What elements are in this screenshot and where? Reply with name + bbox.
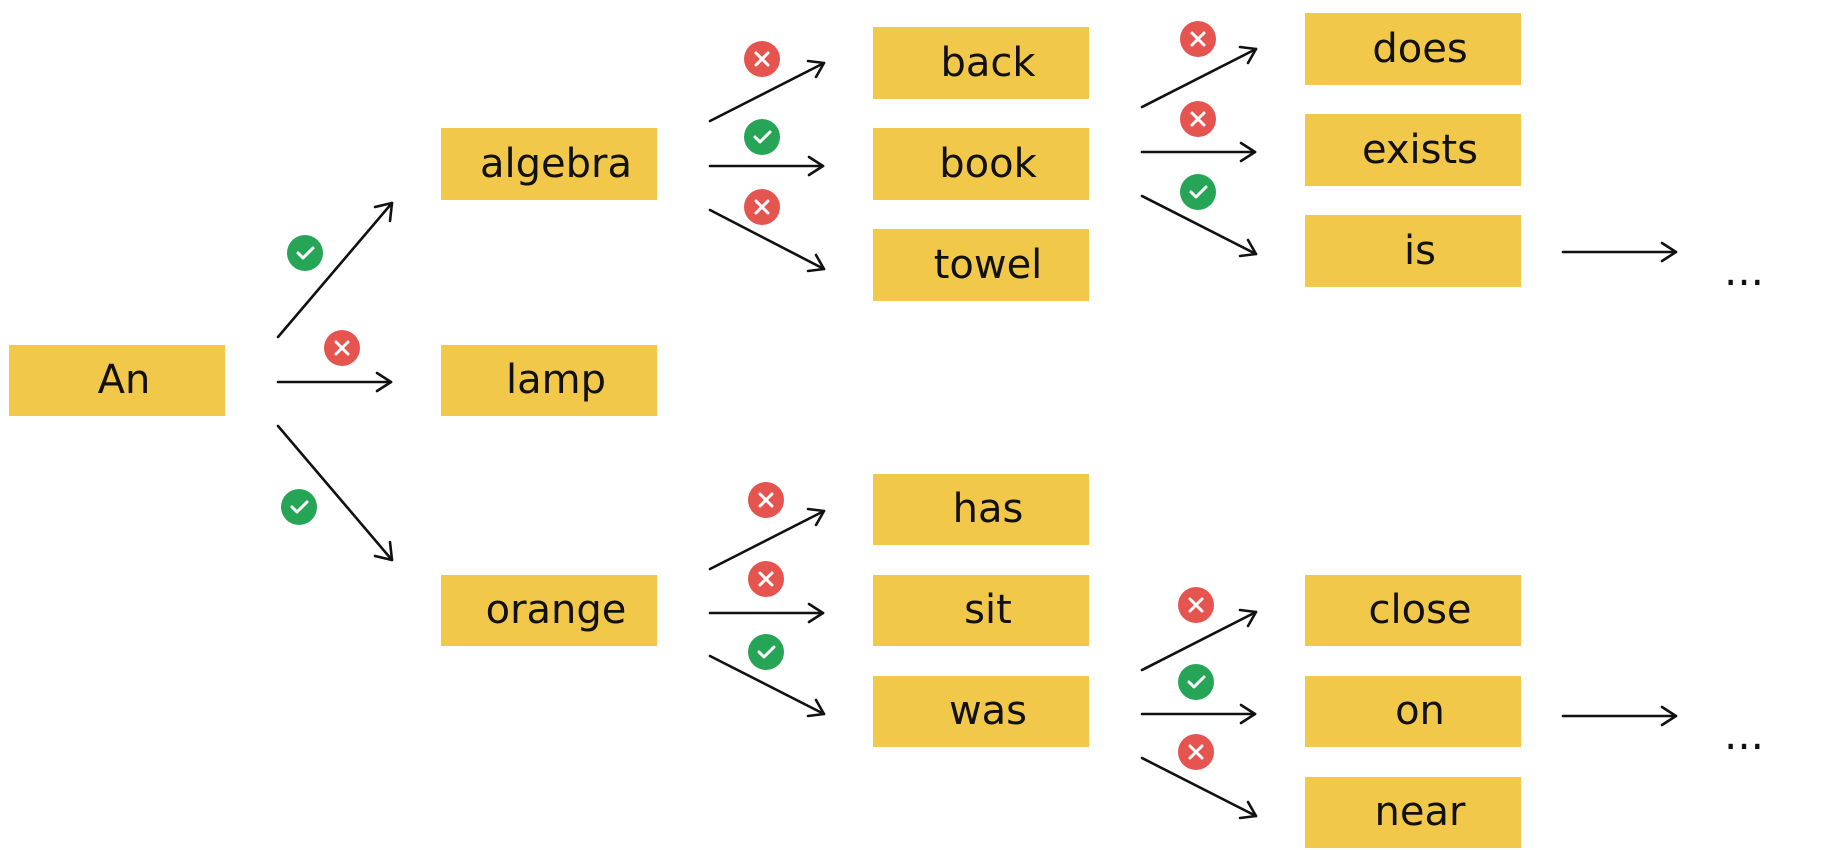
node-on: on <box>1305 676 1521 747</box>
arrow-orange-to-sit <box>708 602 825 624</box>
node-orange: orange <box>441 575 657 646</box>
node-algebra: algebra <box>441 128 657 200</box>
cross-icon <box>1178 587 1214 623</box>
node-close: close <box>1305 575 1521 646</box>
arrow-algebra-to-towel <box>708 208 826 273</box>
node-exists: exists <box>1305 114 1521 186</box>
node-label: lamp <box>506 357 606 403</box>
node-towel: towel <box>873 229 1089 301</box>
arrow-is-continuation <box>1561 241 1678 263</box>
node-has: has <box>873 474 1089 545</box>
arrow-orange-to-has <box>708 507 826 571</box>
node-label: has <box>953 486 1024 532</box>
node-label: was <box>949 688 1027 734</box>
node-label: back <box>940 40 1036 86</box>
node-is: is <box>1305 215 1521 287</box>
node-label: exists <box>1362 127 1478 173</box>
arrow-was-to-close <box>1140 608 1258 672</box>
cross-icon <box>1180 101 1216 137</box>
node-label: book <box>939 141 1037 187</box>
cross-icon <box>324 330 360 366</box>
cross-icon <box>748 482 784 518</box>
cross-icon <box>744 41 780 77</box>
check-icon <box>281 489 317 525</box>
check-icon <box>287 235 323 271</box>
node-label: sit <box>964 587 1012 633</box>
cross-icon <box>748 561 784 597</box>
cross-icon <box>1180 21 1216 57</box>
node-sit: sit <box>873 575 1089 646</box>
arrow-book-to-exists <box>1140 141 1257 163</box>
arrow-root-to-algebra <box>276 201 394 339</box>
node-label: orange <box>486 587 627 633</box>
node-lamp: lamp <box>441 345 657 416</box>
node-label: algebra <box>480 141 632 187</box>
node-does: does <box>1305 13 1521 85</box>
cross-icon <box>1178 734 1214 770</box>
arrow-orange-to-was <box>708 654 826 718</box>
arrow-book-to-is <box>1140 194 1258 258</box>
cross-icon <box>744 189 780 225</box>
ellipsis-bottom: ... <box>1724 710 1764 759</box>
node-label: does <box>1372 26 1467 72</box>
arrow-root-to-lamp <box>276 371 393 393</box>
node-root: An <box>9 345 225 416</box>
arrow-algebra-to-book <box>708 155 825 177</box>
check-icon <box>1180 174 1216 210</box>
check-icon <box>1178 664 1214 700</box>
arrow-was-to-near <box>1140 756 1258 820</box>
arrow-root-to-orange <box>276 424 394 562</box>
check-icon <box>748 634 784 670</box>
node-label: on <box>1395 688 1445 734</box>
arrow-algebra-to-back <box>708 59 826 123</box>
arrow-on-continuation <box>1561 705 1678 727</box>
arrow-book-to-does <box>1140 45 1258 109</box>
arrow-was-to-on <box>1140 703 1257 725</box>
check-icon <box>744 119 780 155</box>
node-label: An <box>98 357 151 403</box>
node-back: back <box>873 27 1089 99</box>
node-book: book <box>873 128 1089 200</box>
node-near: near <box>1305 777 1521 848</box>
node-label: towel <box>934 242 1043 288</box>
node-was: was <box>873 676 1089 747</box>
ellipsis-top: ... <box>1724 246 1764 295</box>
node-label: near <box>1375 789 1466 835</box>
node-label: is <box>1404 228 1436 274</box>
node-label: close <box>1368 587 1471 633</box>
